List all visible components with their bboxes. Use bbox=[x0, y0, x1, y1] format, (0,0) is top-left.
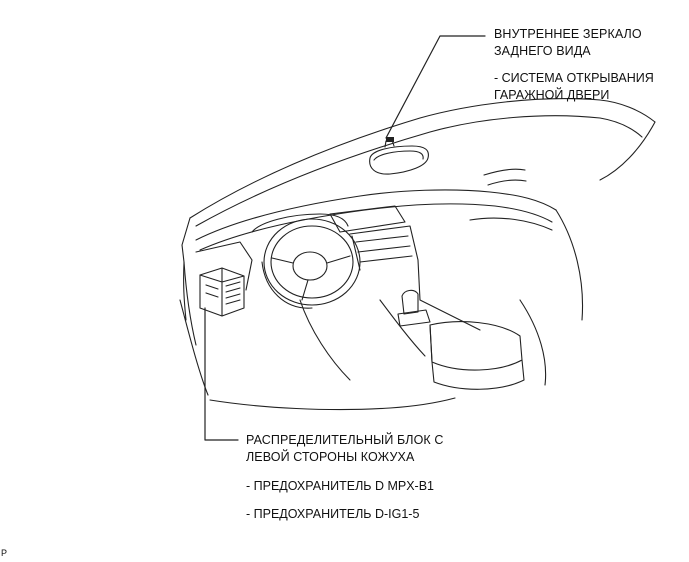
armrest bbox=[429, 321, 525, 390]
mirror-item1-line1: - СИСТЕМА ОТКРЫВАНИЯ bbox=[494, 71, 654, 85]
mirror-item1-line2: ГАРАЖНОЙ ДВЕРИ bbox=[494, 88, 610, 102]
center-vent-lines bbox=[355, 235, 413, 263]
dashboard-lower-edge bbox=[199, 203, 553, 251]
mirror-title-line2: ЗАДНЕГО ВИДА bbox=[494, 44, 591, 58]
left-dash-end bbox=[183, 241, 253, 346]
left-door-panel bbox=[179, 261, 209, 396]
center-display bbox=[329, 205, 406, 233]
center-console-front bbox=[349, 225, 421, 301]
passenger-side-contour bbox=[519, 209, 584, 386]
junction-block-title-line2: ЛЕВОЙ СТОРОНЫ КОЖУХА bbox=[246, 450, 415, 464]
junction-block-component bbox=[199, 267, 245, 317]
passenger-dash-line bbox=[469, 217, 553, 231]
mirror-title-line1: ВНУТРЕННЕЕ ЗЕРКАЛО bbox=[494, 27, 642, 41]
right-pillar-lines bbox=[483, 168, 527, 186]
junction-block-title-line1: РАСПРЕДЕЛИТЕЛЬНЫЙ БЛОК С bbox=[246, 433, 444, 447]
junction-block-item1: - ПРЕДОХРАНИТЕЛЬ D MPX-B1 bbox=[246, 479, 435, 493]
junction-block-item2: - ПРЕДОХРАНИТЕЛЬ D-IG1-5 bbox=[246, 507, 420, 521]
rear-view-mirror bbox=[369, 137, 429, 175]
mirror-leader-line bbox=[385, 35, 486, 139]
steering-wheel bbox=[261, 218, 361, 309]
instrument-hood bbox=[251, 213, 349, 233]
center-console-body bbox=[379, 299, 481, 357]
pedal-area bbox=[299, 299, 351, 381]
windshield-outline bbox=[189, 98, 656, 219]
floor-line bbox=[209, 397, 456, 411]
corner-mark: P bbox=[1, 548, 8, 558]
gear-selector bbox=[397, 289, 431, 327]
junction-block-leader-line bbox=[204, 307, 239, 441]
windshield-inner-line bbox=[195, 115, 643, 227]
a-pillar bbox=[181, 217, 191, 263]
dashboard-top bbox=[195, 189, 557, 241]
roof-right-edge bbox=[599, 121, 656, 181]
